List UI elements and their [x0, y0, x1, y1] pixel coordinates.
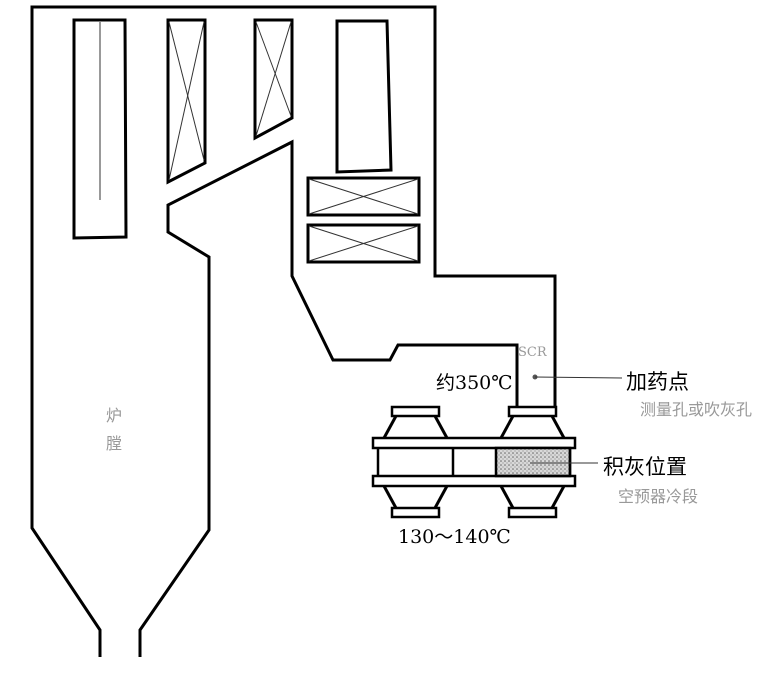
dosing-point-label: 加药点 [626, 370, 689, 394]
furnace-label-2: 膛 [106, 434, 123, 453]
furnace-right-wall [138, 139, 519, 657]
furnace-left-wall [30, 5, 557, 657]
ash-deposit-area [494, 446, 572, 478]
outlet-temperature: 130～140℃ [398, 526, 511, 548]
scr-label: SCR [518, 345, 547, 360]
economizer-lower [306, 223, 421, 264]
heating-surface-2 [166, 18, 207, 185]
dosing-point-sublabel: 测量孔或吹灰孔 [640, 400, 753, 419]
dosing-leader-line [534, 376, 623, 379]
economizer-upper [306, 176, 421, 217]
platen-superheater [72, 18, 128, 240]
heating-surface-4 [335, 19, 393, 174]
air-preheater [371, 405, 577, 519]
ash-location-sublabel: 空预器冷段 [618, 487, 699, 506]
heating-surface-3 [253, 18, 294, 141]
inlet-temperature: 约350℃ [436, 372, 513, 394]
furnace-label-1: 炉 [106, 406, 123, 425]
ash-location-label: 积灰位置 [603, 455, 687, 479]
